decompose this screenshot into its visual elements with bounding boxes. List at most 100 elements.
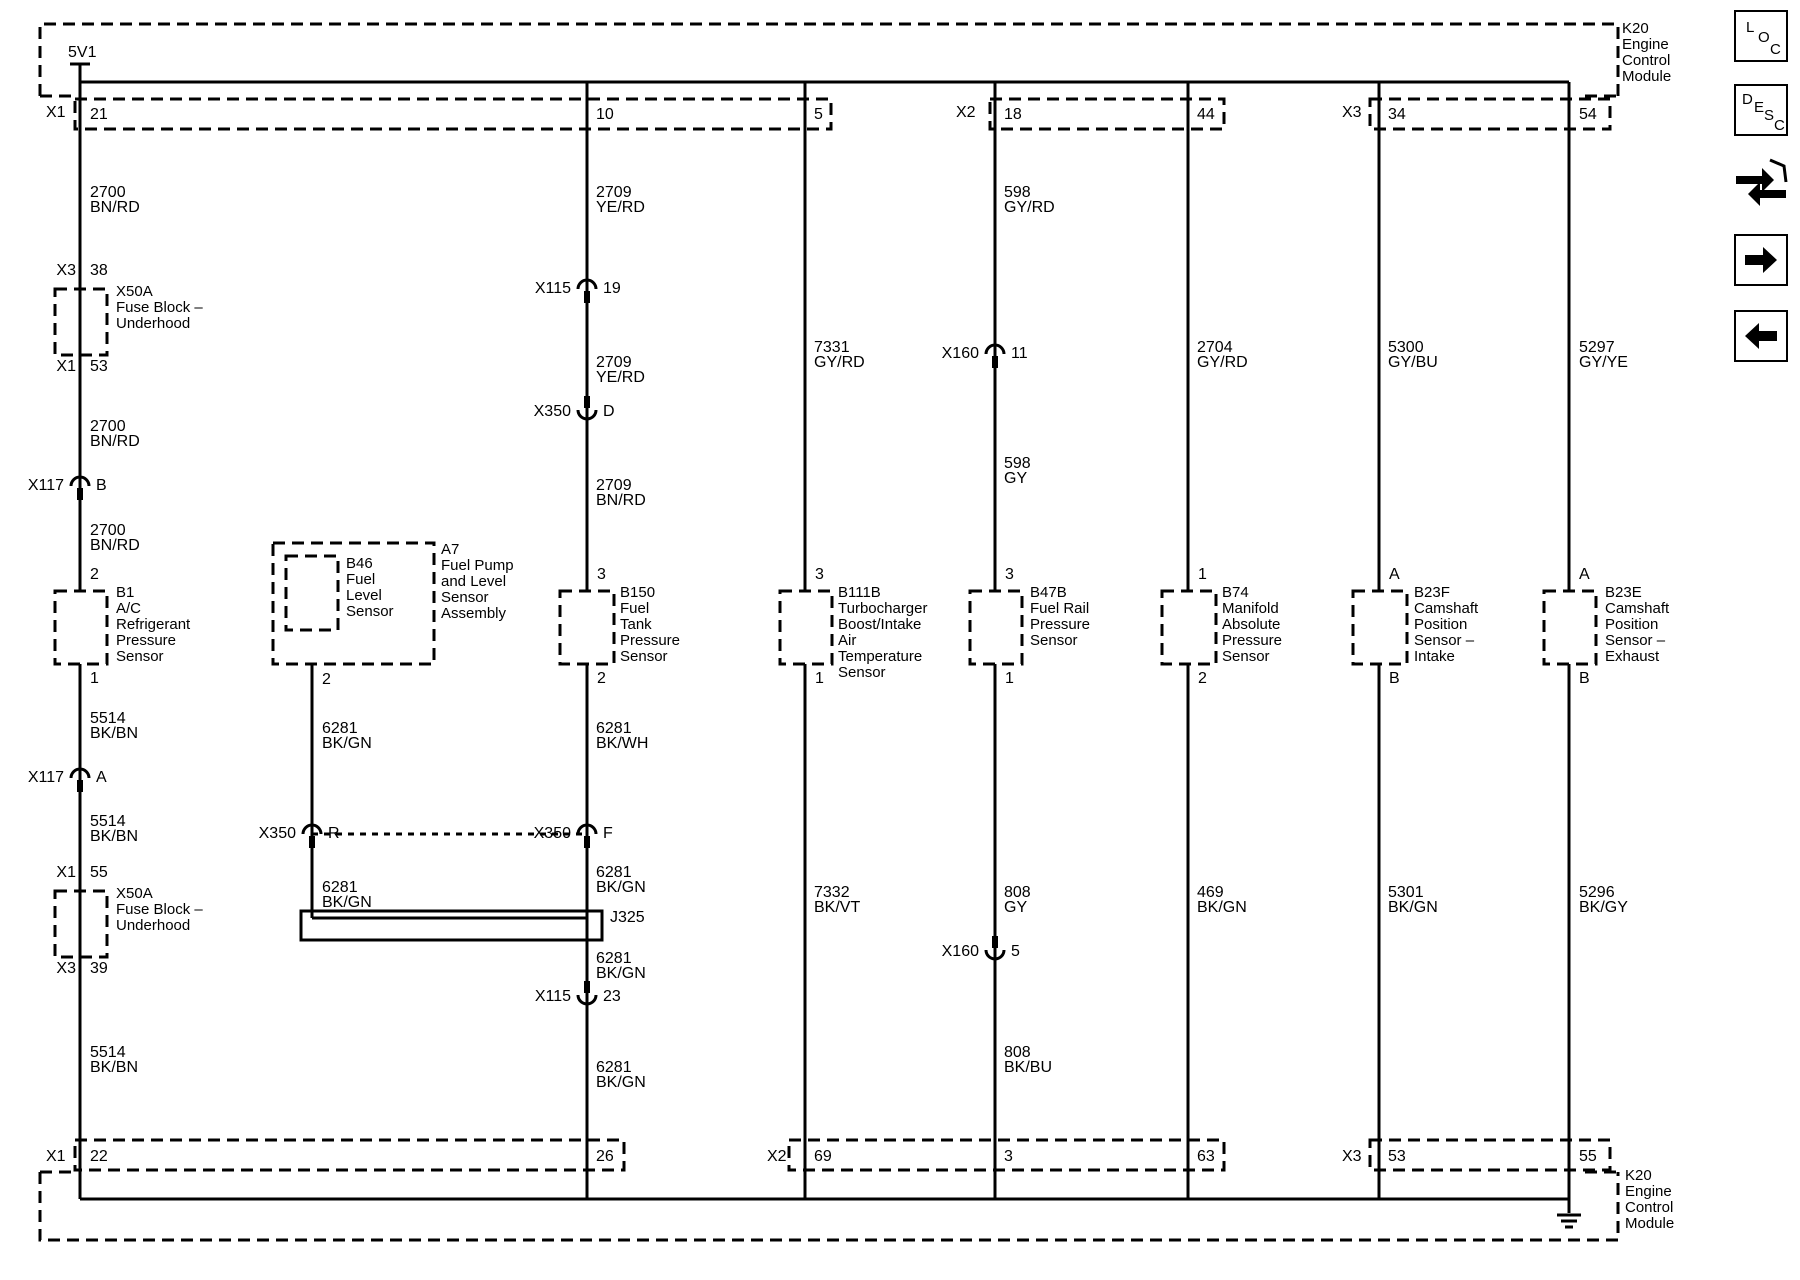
component-name-b23e-line-3: Position — [1605, 616, 1658, 633]
component-pin-top: A — [1389, 566, 1400, 583]
component-name-b46-line-1: B46 — [346, 555, 373, 572]
wire-circuit-number: 2709 — [596, 184, 632, 201]
arrow-right-icon — [1745, 247, 1777, 273]
component-name-b23e-line-5: Exhaust — [1605, 648, 1660, 665]
inline-connector-pin-label: 5 — [1011, 943, 1020, 960]
wire-circuit-number: 5296 — [1579, 884, 1615, 901]
wire-color: BK/VT — [814, 899, 860, 916]
inline-connector-symbol — [69, 767, 91, 779]
splice-label: J325 — [610, 909, 645, 926]
connector-view-button[interactable] — [1734, 154, 1788, 206]
fuse-block-name-line-3: Underhood — [116, 917, 190, 934]
splice-box — [299, 909, 604, 942]
fuse-block-name-line-1: X50A — [116, 885, 153, 902]
inline-connector-id: X350 — [534, 825, 571, 842]
component-name-b47b-line-3: Pressure — [1030, 616, 1090, 633]
wire-color: GY/YE — [1579, 354, 1628, 371]
inline-connector-symbol — [576, 823, 598, 835]
component-name-b150-line-1: B150 — [620, 584, 655, 601]
assembly-name-line-3: and Level — [441, 573, 506, 590]
inline-connector-pin-label: D — [603, 403, 615, 420]
description-letter-d: D — [1742, 91, 1753, 108]
wire-color: BK/GN — [1388, 899, 1438, 916]
wire-color: BK/GN — [322, 894, 372, 911]
wire-circuit-number: 2709 — [596, 477, 632, 494]
component-name-b111b-line-6: Sensor — [838, 664, 886, 681]
previous-page-button[interactable] — [1734, 310, 1788, 362]
inline-connector-id: X117 — [28, 477, 64, 494]
top-pin-number: 54 — [1579, 106, 1597, 123]
fuse-block-name-line-2: Fuse Block – — [116, 299, 203, 316]
assembly-name-line-1: A7 — [441, 541, 459, 558]
component-name-b1-line-4: Pressure — [116, 632, 176, 649]
inline-connector-pin — [77, 780, 83, 792]
wire-color: BK/GY — [1579, 899, 1628, 916]
location-button[interactable]: L O C — [1734, 10, 1788, 62]
inline-connector-symbol — [69, 475, 91, 487]
inline-connector-symbol — [576, 278, 598, 290]
next-page-button[interactable] — [1734, 234, 1788, 286]
component-pin-bottom: 1 — [815, 670, 824, 687]
component-name-b47b-line-2: Fuel Rail — [1030, 600, 1089, 617]
wire-circuit-number: 2704 — [1197, 339, 1233, 356]
connector-icon — [1736, 158, 1788, 206]
wire-color: GY/RD — [1004, 199, 1055, 216]
top-connector-id: X1 — [46, 104, 66, 121]
fuse-pin-number: 38 — [90, 262, 108, 279]
module-title-bottom-line-3: Control — [1625, 1199, 1673, 1216]
wire-circuit-number: 469 — [1197, 884, 1224, 901]
wire-circuit-number: 5514 — [90, 1044, 126, 1061]
component-name-b23f-line-2: Camshaft — [1414, 600, 1479, 617]
top-pin-number: 21 — [90, 106, 108, 123]
wire-color: BK/GN — [596, 1074, 646, 1091]
inline-connector-pin-label: F — [603, 825, 613, 842]
inline-connector-pin — [584, 836, 590, 848]
wire-circuit-number: 2700 — [90, 418, 126, 435]
component-name-b23e-line-2: Camshaft — [1605, 600, 1670, 617]
inline-connector-pin — [992, 936, 998, 948]
wire-color: BK/BN — [90, 828, 138, 845]
component-name-b1-line-2: A/C — [116, 600, 141, 617]
wire-color: YE/RD — [596, 369, 645, 386]
sensor-boxes — [53, 287, 1598, 959]
fuse-pin-number: 55 — [90, 864, 108, 881]
module-title-bottom-line-4: Module — [1625, 1215, 1674, 1232]
module-title-top-line-4: Module — [1622, 68, 1671, 85]
wire-color: BK/BN — [90, 725, 138, 742]
top-pin-number: 10 — [596, 106, 614, 123]
top-pin-number: 44 — [1197, 106, 1215, 123]
component-name-b46-line-2: Fuel — [346, 571, 375, 588]
fuse-pin-number: 39 — [90, 960, 108, 977]
inline-connector-pin-label: 19 — [603, 280, 621, 297]
assembly-name-line-4: Sensor — [441, 589, 489, 606]
bottom-pin-number: 53 — [1388, 1148, 1406, 1165]
wire-color: GY/RD — [1197, 354, 1248, 371]
top-connector-id: X3 — [1342, 104, 1362, 121]
wire-circuit-number: 5301 — [1388, 884, 1424, 901]
component-name-b111b-line-4: Air — [838, 632, 856, 649]
inline-connector-id: X350 — [534, 403, 571, 420]
wire-circuit-number: 5514 — [90, 710, 126, 727]
wire-circuit-number: 598 — [1004, 455, 1031, 472]
component-name-b150-line-4: Pressure — [620, 632, 680, 649]
bottom-connector-id: X2 — [767, 1148, 787, 1165]
wire-circuit-number: 5514 — [90, 813, 126, 830]
wire-color: BN/RD — [90, 433, 140, 450]
wire-color: BK/GN — [322, 735, 372, 752]
description-button[interactable]: D E S C — [1734, 84, 1788, 136]
component-pin-top: 3 — [1005, 566, 1014, 583]
module-title-top-line-1: K20 — [1622, 20, 1649, 37]
wire-circuit-number: 2709 — [596, 354, 632, 371]
wire-circuit-number: 6281 — [596, 720, 632, 737]
wire-color: GY/BU — [1388, 354, 1438, 371]
wire-circuit-number: 7331 — [814, 339, 850, 356]
wire-circuit-number: 6281 — [322, 720, 358, 737]
fuse-block-name-line-3: Underhood — [116, 315, 190, 332]
inline-connector-symbol — [576, 994, 598, 1006]
module-title-bottom-line-2: Engine — [1625, 1183, 1672, 1200]
component-name-b74-line-5: Sensor — [1222, 648, 1270, 665]
component-pin-bottom: B — [1389, 670, 1400, 687]
component-name-b23f-line-1: B23F — [1414, 584, 1450, 601]
inline-connector-pin-label: R — [328, 825, 340, 842]
